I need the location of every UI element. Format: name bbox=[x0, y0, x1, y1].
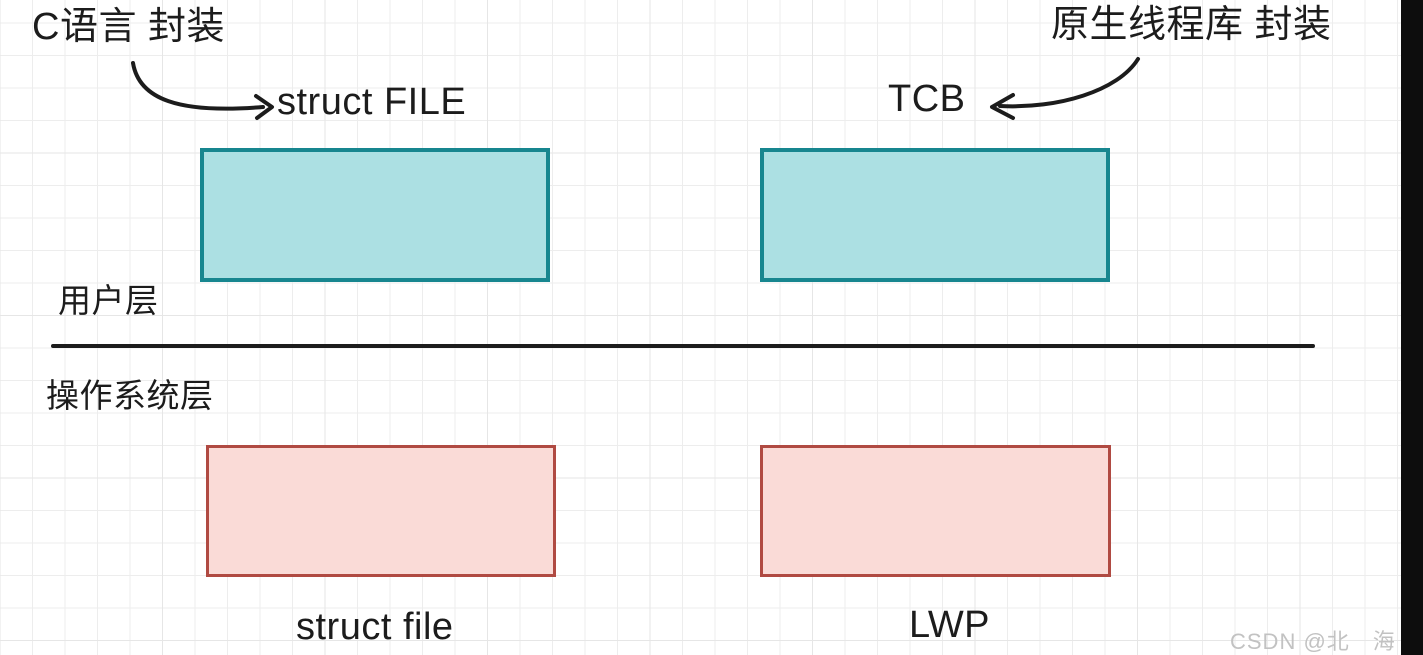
box-lwp bbox=[760, 445, 1111, 577]
label-struct-file-kernel: struct file bbox=[296, 606, 454, 648]
curve-arrow-left-icon bbox=[131, 61, 274, 120]
box-struct-file-kernel bbox=[206, 445, 556, 577]
box-tcb bbox=[760, 148, 1110, 282]
right-edge-black-bar bbox=[1401, 0, 1423, 655]
box-struct-file-user bbox=[200, 148, 550, 282]
label-tcb: TCB bbox=[888, 78, 966, 120]
csdn-watermark: CSDN @北 海 bbox=[1230, 629, 1396, 654]
annotation-c-language: C语言 封装 bbox=[32, 6, 226, 48]
label-os-layer: 操作系统层 bbox=[46, 377, 214, 414]
annotation-native-thread-lib: 原生线程库 封装 bbox=[1051, 4, 1332, 46]
label-struct-file-user: struct FILE bbox=[277, 81, 467, 123]
label-lwp: LWP bbox=[909, 604, 991, 646]
layer-divider-line bbox=[51, 344, 1315, 348]
label-user-layer: 用户层 bbox=[58, 282, 159, 319]
curve-arrow-right-icon bbox=[990, 57, 1140, 120]
